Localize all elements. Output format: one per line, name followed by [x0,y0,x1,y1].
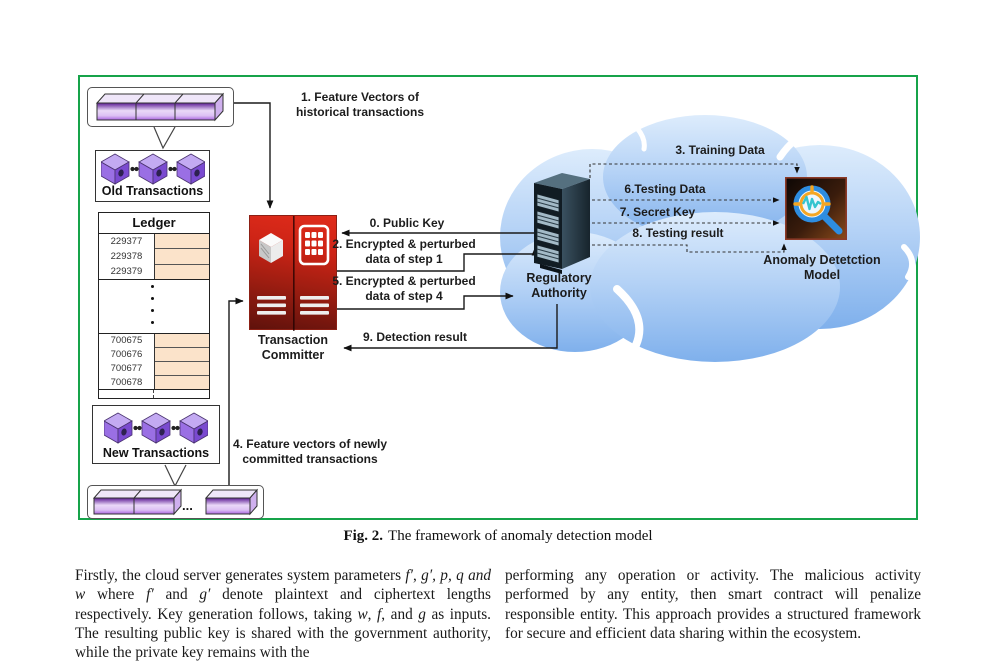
arrow-encrypted-step4 [337,292,514,310]
arrow-feature-vectors-new [228,297,244,489]
flow-label-1: 1. Feature Vectors of historical transac… [295,90,425,119]
figure-caption-text: The framework of anomaly detection model [388,528,653,544]
historical-feature-vector-box [87,87,234,127]
ledger-new-blocks: 700675 700676 700677 700678 [99,333,209,390]
ledger-ellipsis [151,285,154,333]
cube-icon [259,233,283,263]
flow-label-5: 5. Encrypted & perturbed data of step 4 [332,274,476,303]
feature-vector-bar-icon [95,92,225,122]
figure-caption: Fig. 2.The framework of anomaly detectio… [0,528,996,545]
arrow-feature-vectors-historical [234,102,274,209]
committer-icons [257,216,330,331]
ledger-title: Ledger [132,215,176,230]
new-transactions-label: New Transactions [102,446,210,460]
flow-label-9: 9. Detection result [362,330,468,344]
anomaly-model-label: Anomaly Detetction Model [763,253,881,282]
vector-ellipsis: ... [182,498,193,513]
ledger-table: Ledger 229377 229378 229379 700675 70067… [98,212,210,399]
ledger-row: 229377 [110,236,143,247]
blockchain-cubes-icon [104,412,208,444]
flow-label-7: 7. Secret Key [619,205,696,219]
flow-label-8: 8. Testing result [632,226,724,240]
old-transactions-box: Old Transactions [95,150,210,202]
arrow-detection-result [343,304,558,352]
old-transactions-label: Old Transactions [101,184,204,198]
body-text: Firstly, the cloud server generates syst… [75,566,921,662]
flow-label-6: 6.Testing Data [624,182,706,196]
ledger-row: 700677 [110,362,143,374]
ledger-old-blocks: 229377 229378 229379 [99,233,209,280]
new-transactions-box: New Transactions [92,405,220,464]
ledger-row: 229378 [110,251,143,262]
arrow-testing-result [592,243,787,253]
server-icon [534,173,590,274]
figure-anomaly-detection-framework: Old Transactions Ledger 229377 229378 22… [78,75,920,520]
tail-new-transactions [164,464,187,488]
ledger-row: 700678 [110,376,143,388]
ledger-row: 700675 [110,335,143,347]
figure-caption-number: Fig. 2. [343,528,384,544]
magnifier-anomaly-icon [785,177,847,240]
feature-vector-bars-icon [92,488,259,516]
new-feature-vector-box: ... [87,485,264,519]
ledger-row: 229379 [110,266,143,277]
tail-old-transactions [153,126,176,150]
arrow-training-data [589,163,800,178]
body-paragraph-left: Firstly, the cloud server generates syst… [75,567,492,662]
blockchain-cubes-icon [100,153,205,185]
flow-label-3: 3. Training Data [675,143,765,157]
flow-label-2: 2. Encrypted & perturbed data of step 1 [332,237,476,266]
transaction-committer-node [249,215,337,331]
list-lines-icon [257,296,329,315]
flow-label-4: 4. Feature vectors of newly committed tr… [232,437,388,466]
transaction-committer-label: Transaction Committer [257,333,329,362]
keypad-icon [298,224,330,266]
ledger-row: 700676 [110,349,143,361]
regulatory-authority-label: Regulatory Authority [526,271,592,300]
flow-label-0: 0. Public Key [369,216,445,230]
body-paragraph-right: performing any operation or activity. Th… [505,567,921,642]
